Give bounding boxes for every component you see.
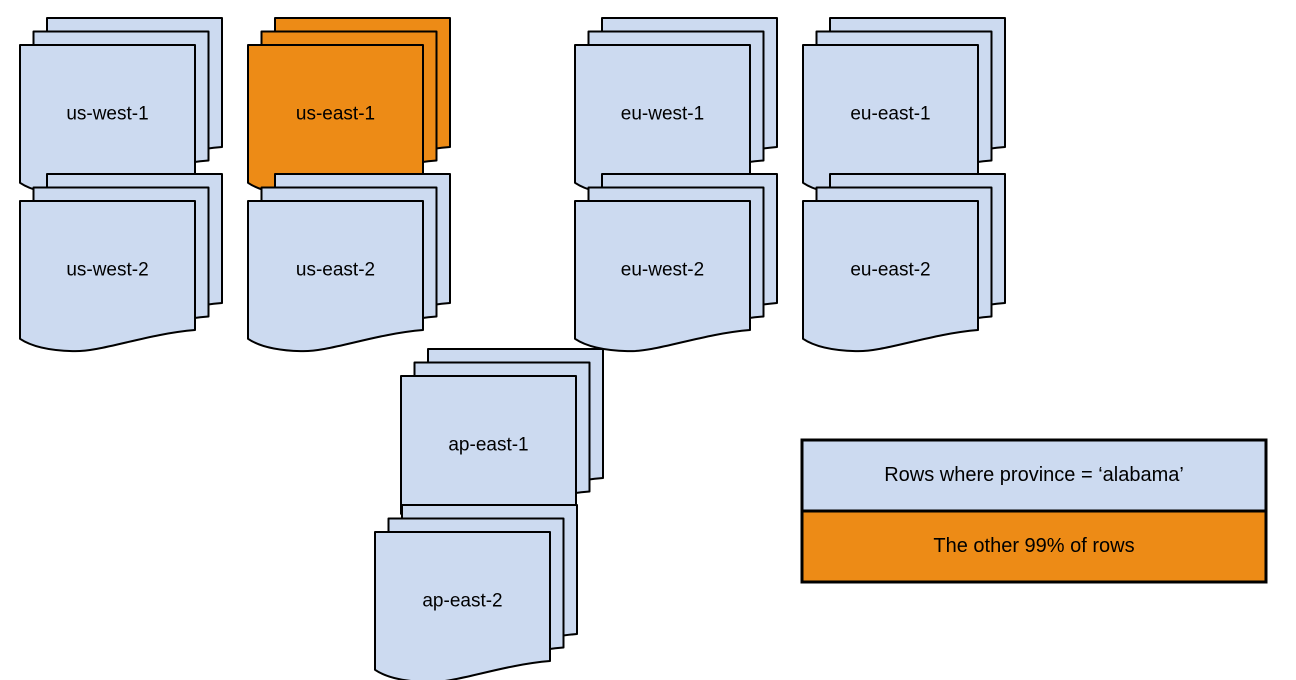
document-sheet	[19, 200, 196, 353]
document-stacks-group: us-west-1 us-east-1 eu-west-1 eu-east-1 us-w…	[19, 17, 1006, 680]
document-stack-eu-west-2[interactable]: eu-west-2	[574, 173, 778, 353]
document-stack-us-west-2[interactable]: us-west-2	[19, 173, 223, 353]
legend-group: Rows where province = ‘alabama’ The other…	[800, 438, 1268, 584]
document-stack-eu-east-2[interactable]: eu-east-2	[802, 173, 1006, 353]
document-stack-ap-east-2[interactable]: ap-east-2	[374, 504, 578, 680]
document-sheet	[374, 531, 551, 680]
stack-label-us-east-1: us-east-1	[296, 104, 375, 125]
stack-label-ap-east-2: ap-east-2	[422, 591, 502, 612]
document-stack-eu-west-1[interactable]: eu-west-1	[574, 17, 778, 197]
stack-label-eu-west-2: eu-west-2	[621, 260, 704, 281]
stack-label-eu-east-1: eu-east-1	[850, 104, 930, 125]
stack-label-us-east-2: us-east-2	[296, 260, 375, 281]
stack-label-eu-east-2: eu-east-2	[850, 260, 930, 281]
stack-label-ap-east-1: ap-east-1	[448, 435, 528, 456]
stack-label-eu-west-1: eu-west-1	[621, 104, 704, 125]
legend-swatch-orange	[800, 509, 1268, 584]
legend-row-legend-blue[interactable]: Rows where province = ‘alabama’	[800, 438, 1268, 513]
legend-label-legend-orange: The other 99% of rows	[933, 535, 1134, 557]
document-sheet	[802, 200, 979, 353]
document-stack-ap-east-1[interactable]: ap-east-1	[400, 348, 604, 528]
document-stack-us-east-1[interactable]: us-east-1	[247, 17, 451, 197]
legend-row-legend-orange[interactable]: The other 99% of rows	[800, 509, 1268, 584]
document-stack-us-east-2[interactable]: us-east-2	[247, 173, 451, 353]
document-stack-us-west-1[interactable]: us-west-1	[19, 17, 223, 197]
document-stack-eu-east-1[interactable]: eu-east-1	[802, 17, 1006, 197]
stack-label-us-west-1: us-west-1	[66, 104, 148, 125]
document-sheet	[247, 200, 424, 353]
legend-label-legend-blue: Rows where province = ‘alabama’	[884, 464, 1184, 486]
document-sheet	[574, 200, 751, 353]
stack-label-us-west-2: us-west-2	[66, 260, 148, 281]
